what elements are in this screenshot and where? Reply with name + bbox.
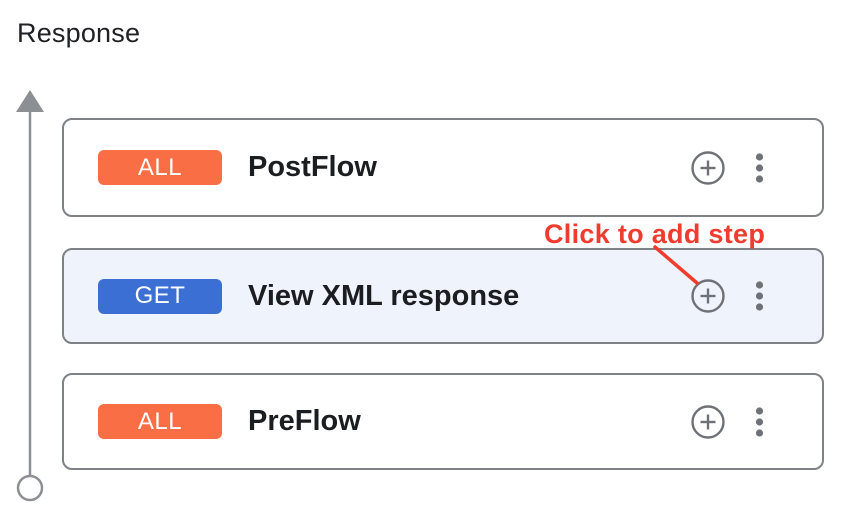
kebab-menu-icon	[755, 281, 764, 311]
add-step-button[interactable]	[691, 404, 725, 439]
flow-card-view-xml-response[interactable]: GET View XML response	[62, 248, 824, 344]
section-title: Response	[17, 18, 141, 48]
flow-direction-line	[16, 90, 44, 502]
flow-card-postflow[interactable]: ALL PostFlow	[62, 118, 824, 217]
plus-circle-icon	[691, 279, 725, 313]
add-step-button[interactable]	[691, 279, 725, 313]
flow-card-title: View XML response	[248, 279, 520, 312]
method-badge: ALL	[98, 404, 222, 439]
kebab-menu-icon	[755, 152, 764, 183]
annotation-pointer-line	[653, 245, 699, 285]
plus-circle-icon	[691, 404, 725, 439]
more-options-button[interactable]	[753, 405, 766, 439]
flow-card-title: PreFlow	[248, 405, 361, 437]
more-options-button[interactable]	[753, 151, 766, 185]
plus-circle-icon	[691, 150, 725, 185]
kebab-menu-icon	[755, 406, 764, 437]
arrow-up-icon	[16, 90, 44, 112]
annotation-text: Click to add step	[544, 219, 766, 249]
method-badge: ALL	[98, 150, 222, 185]
flow-card-preflow[interactable]: ALL PreFlow	[62, 373, 824, 470]
method-badge: GET	[98, 278, 222, 314]
flow-card-title: PostFlow	[248, 151, 377, 183]
add-step-button[interactable]	[691, 150, 725, 185]
circle-marker-icon	[16, 474, 44, 502]
more-options-button[interactable]	[753, 279, 766, 313]
